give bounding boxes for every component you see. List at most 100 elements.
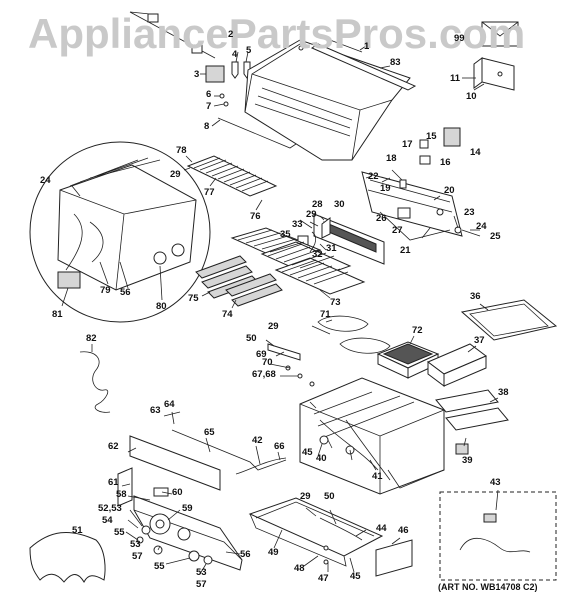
part-1-thermometer-bar bbox=[329, 39, 363, 53]
callout-79: 79 bbox=[100, 285, 111, 296]
callout-16: 16 bbox=[440, 157, 451, 168]
callout-17: 17 bbox=[402, 139, 413, 150]
part-99-manual bbox=[481, 21, 519, 47]
callout-6: 6 bbox=[206, 89, 212, 100]
callout-33: 33 bbox=[292, 219, 303, 230]
part-51-cover bbox=[29, 531, 106, 584]
callout-70: 70 bbox=[262, 357, 273, 368]
callout-48: 48 bbox=[294, 563, 305, 574]
callout-37: 37 bbox=[474, 335, 485, 346]
callout-29-bracket: 29 bbox=[268, 321, 279, 332]
callout-65: 65 bbox=[204, 427, 215, 438]
callout-55-b: 55 bbox=[154, 561, 165, 572]
callout-10: 10 bbox=[466, 91, 477, 102]
callout-4: 4 bbox=[232, 49, 238, 60]
callout-35: 35 bbox=[280, 229, 291, 240]
part-83-trim bbox=[310, 43, 417, 91]
callout-23: 23 bbox=[464, 207, 475, 218]
callout-63: 63 bbox=[150, 405, 161, 416]
callout-31: 31 bbox=[326, 243, 337, 254]
callout-52-53: 52,53 bbox=[98, 503, 122, 514]
callout-41: 41 bbox=[372, 471, 383, 482]
callout-55-a: 55 bbox=[114, 527, 125, 538]
part-10-bracket bbox=[473, 57, 515, 91]
drawer-assembly bbox=[248, 497, 384, 567]
callout-18: 18 bbox=[386, 153, 397, 164]
callout-62: 62 bbox=[108, 441, 119, 452]
callout-24-inset: 24 bbox=[40, 175, 51, 186]
callout-20: 20 bbox=[444, 185, 455, 196]
callout-77: 77 bbox=[204, 187, 215, 198]
front-control-panel bbox=[117, 467, 243, 571]
part-38-heat-shields bbox=[435, 389, 509, 431]
callout-74: 74 bbox=[222, 309, 233, 320]
callout-58: 58 bbox=[116, 489, 127, 500]
part-7-screw bbox=[223, 101, 229, 107]
callout-71: 71 bbox=[320, 309, 331, 320]
part-43-kit-box bbox=[439, 491, 557, 581]
part-62-front-rail bbox=[129, 435, 221, 491]
callout-76: 76 bbox=[250, 211, 261, 222]
callout-67-68: 67,68 bbox=[252, 369, 276, 380]
part-43-wire bbox=[459, 538, 531, 553]
callout-82: 82 bbox=[86, 333, 97, 344]
part-3-motor bbox=[205, 65, 225, 83]
part-46-bracket bbox=[375, 539, 413, 577]
part-14-ignitor-module bbox=[443, 127, 461, 147]
part-77-warming-rack bbox=[186, 155, 278, 197]
callout-49: 49 bbox=[268, 547, 279, 558]
callout-29-rail: 29 bbox=[306, 209, 317, 220]
callout-81: 81 bbox=[52, 309, 63, 320]
rotisserie-spit bbox=[129, 11, 216, 59]
callout-25: 25 bbox=[490, 231, 501, 242]
callout-54: 54 bbox=[102, 515, 113, 526]
part-42-gas-tube bbox=[235, 457, 287, 475]
part-43-connector bbox=[483, 513, 497, 523]
callout-66: 66 bbox=[274, 441, 285, 452]
part-73-cooking-grids bbox=[230, 227, 366, 295]
site-watermark: AppliancePartsPros.com bbox=[28, 10, 526, 57]
callout-44: 44 bbox=[376, 523, 387, 534]
callout-45-drawer: 45 bbox=[350, 571, 361, 582]
part-16 bbox=[419, 155, 431, 165]
callout-73: 73 bbox=[330, 297, 341, 308]
callout-64: 64 bbox=[164, 399, 175, 410]
part-65-manifold bbox=[171, 429, 287, 471]
callout-24: 24 bbox=[476, 221, 487, 232]
part-36-drip-tray bbox=[460, 299, 558, 341]
callout-leaders bbox=[61, 45, 499, 575]
callout-2: 2 bbox=[228, 29, 234, 40]
hood-lid bbox=[244, 39, 411, 161]
callout-50-bracket: 50 bbox=[246, 333, 257, 344]
callout-42: 42 bbox=[252, 435, 263, 446]
callout-61: 61 bbox=[108, 477, 119, 488]
callout-5: 5 bbox=[246, 45, 252, 56]
callout-72: 72 bbox=[412, 325, 423, 336]
callout-45-firebox: 45 bbox=[302, 447, 313, 458]
callout-78: 78 bbox=[176, 145, 187, 156]
part-4-clip bbox=[231, 61, 239, 79]
callout-7: 7 bbox=[206, 101, 212, 112]
part-6-screw bbox=[219, 93, 225, 99]
callout-80: 80 bbox=[156, 301, 167, 312]
part-74-75-flavorizer-bars bbox=[195, 255, 283, 307]
callout-43: 43 bbox=[490, 477, 501, 488]
part-8-handle-rod bbox=[217, 117, 297, 149]
callout-40: 40 bbox=[316, 453, 327, 464]
callout-11: 11 bbox=[450, 73, 461, 84]
callout-51: 51 bbox=[72, 525, 83, 536]
callout-8: 8 bbox=[204, 121, 210, 132]
control-panel-right bbox=[361, 171, 481, 241]
part-72-infrared-burner bbox=[376, 341, 440, 379]
callout-50-drawer: 50 bbox=[324, 491, 335, 502]
callout-38: 38 bbox=[498, 387, 509, 398]
callout-56-inset: 56 bbox=[120, 287, 131, 298]
part-71-burners bbox=[311, 315, 391, 354]
callout-21: 21 bbox=[400, 245, 411, 256]
callout-28: 28 bbox=[312, 199, 323, 210]
callout-29-rack: 29 bbox=[170, 169, 181, 180]
callout-83: 83 bbox=[390, 57, 401, 68]
callout-15: 15 bbox=[426, 131, 437, 142]
